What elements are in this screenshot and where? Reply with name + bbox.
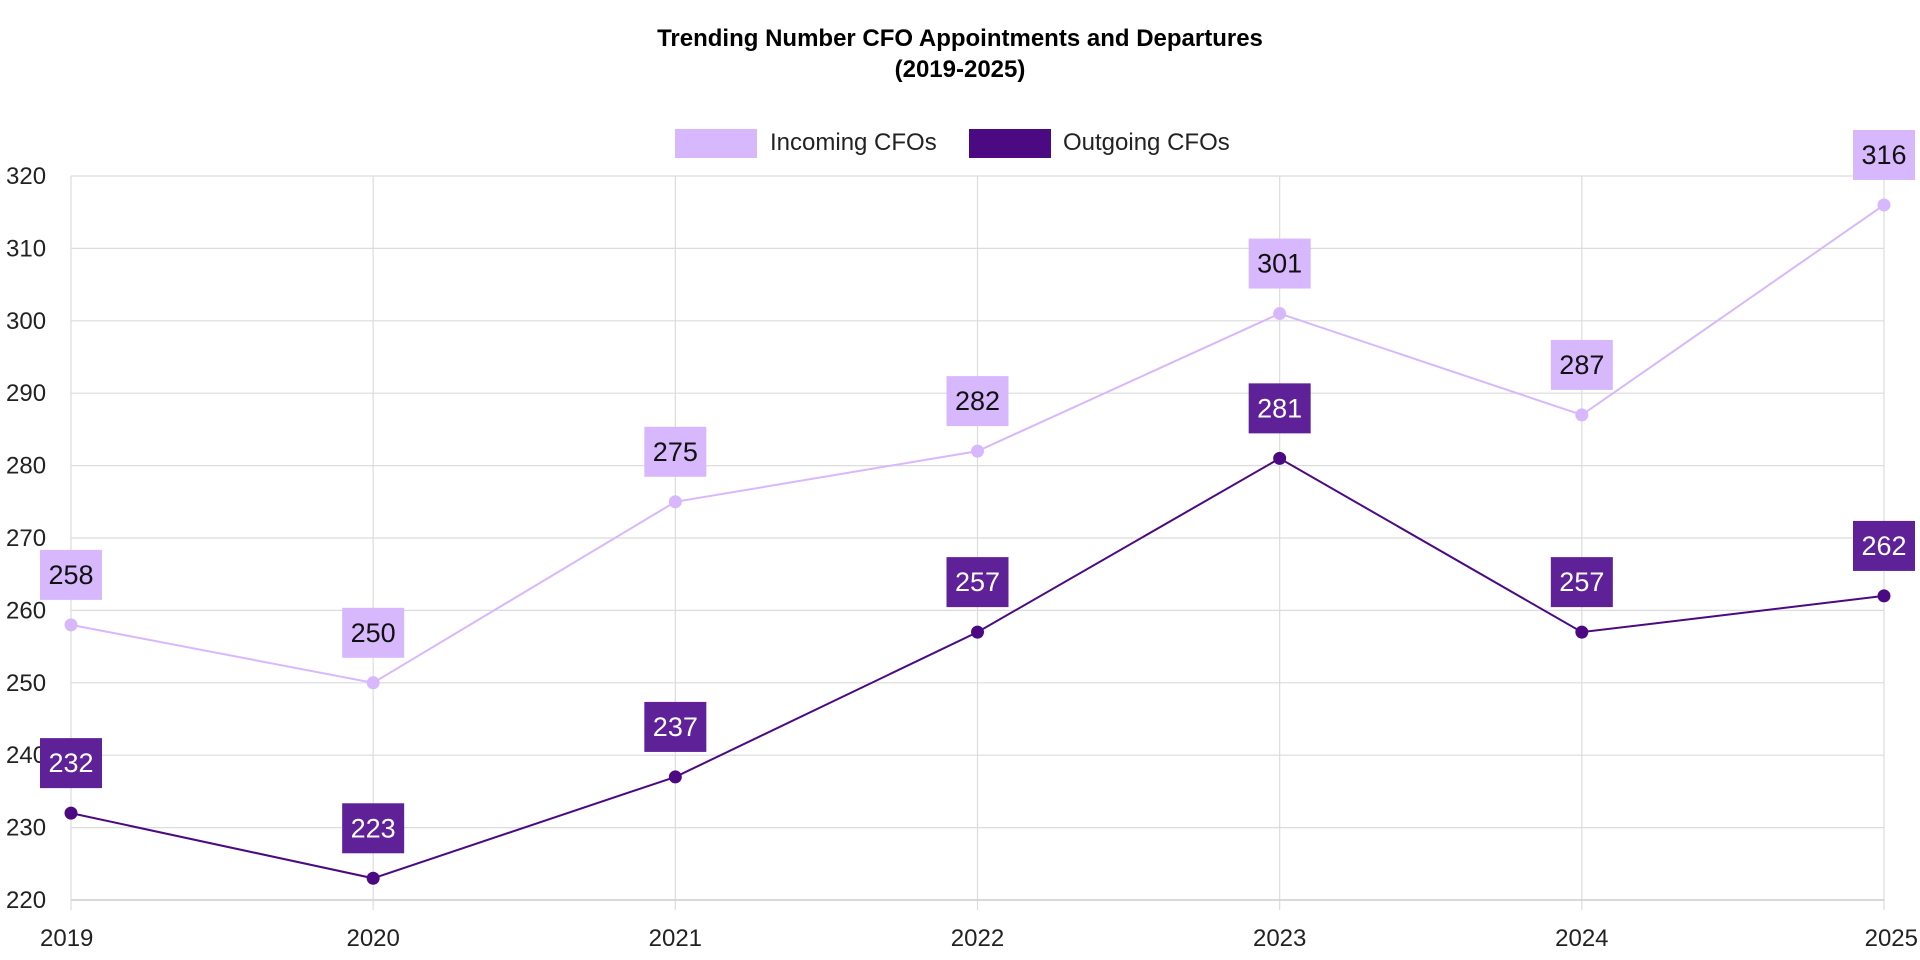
y-tick-label: 220	[6, 887, 46, 914]
x-tick-label: 2021	[649, 925, 702, 952]
data-label-outgoing: 237	[653, 712, 698, 742]
data-point-incoming[interactable]	[668, 495, 682, 509]
y-tick-label: 320	[6, 163, 46, 190]
data-label-incoming: 282	[955, 386, 1000, 416]
data-label-box-incoming	[40, 549, 102, 600]
legend-label-incoming[interactable]: Incoming CFOs	[770, 129, 937, 156]
legend[interactable]: Incoming CFOs Outgoing CFOs	[675, 129, 1230, 158]
grid	[70, 175, 1885, 910]
y-tick-label: 260	[6, 597, 46, 624]
chart-title: Trending Number CFO Appointments and Dep…	[657, 25, 1263, 52]
data-label-box-outgoing	[1550, 557, 1613, 608]
data-label-box-outgoing	[946, 557, 1009, 608]
data-label-box-outgoing	[1853, 520, 1915, 571]
data-label-box-incoming	[946, 376, 1009, 427]
data-label-outgoing: 262	[1861, 531, 1906, 561]
data-point-outgoing[interactable]	[668, 770, 682, 784]
data-label-outgoing: 257	[1559, 567, 1604, 597]
data-point-incoming[interactable]	[64, 618, 78, 632]
data-point-incoming[interactable]	[1575, 408, 1589, 422]
y-tick-label: 290	[6, 380, 46, 407]
data-label-box-outgoing	[644, 701, 707, 752]
x-tick-label: 2024	[1555, 925, 1608, 952]
data-label-incoming: 301	[1257, 249, 1302, 279]
x-tick-label: 2025	[1865, 925, 1918, 952]
data-point-outgoing[interactable]	[1273, 451, 1287, 465]
y-tick-label: 300	[6, 308, 46, 335]
data-label-incoming: 258	[48, 560, 93, 590]
data-label-incoming: 275	[653, 437, 698, 467]
data-label-box-incoming	[342, 607, 405, 658]
legend-swatch-incoming[interactable]	[675, 129, 757, 158]
data-points	[64, 198, 1891, 885]
x-tick-label: 2019	[40, 925, 93, 952]
data-label-outgoing: 223	[351, 813, 396, 843]
axes: 220 230 240 250 260 270 280 290 300 310 320 2019 202…	[6, 163, 1918, 952]
data-label-box-incoming	[1248, 238, 1311, 289]
data-point-outgoing[interactable]	[971, 625, 984, 639]
y-tick-label: 270	[6, 525, 46, 552]
y-tick-label: 240	[6, 742, 46, 769]
data-label-incoming: 287	[1559, 350, 1604, 380]
data-point-outgoing[interactable]	[64, 806, 78, 820]
y-tick-label: 230	[6, 815, 46, 842]
y-tick-label: 280	[6, 453, 46, 480]
data-point-outgoing[interactable]	[1575, 625, 1589, 639]
data-label-box-incoming	[1550, 339, 1613, 390]
data-label-outgoing: 232	[48, 748, 93, 778]
data-point-incoming[interactable]	[971, 444, 984, 458]
data-label-box-outgoing	[40, 738, 102, 789]
x-tick-label: 2020	[346, 925, 399, 952]
legend-swatch-outgoing[interactable]	[969, 129, 1051, 158]
data-labels: 258 250 275 282 301 287 316 232 223 237 257 281 257 2…	[40, 129, 1915, 854]
data-label-box-outgoing	[342, 803, 405, 854]
data-point-incoming[interactable]	[1273, 307, 1287, 321]
data-label-box-incoming	[1853, 129, 1915, 180]
chart-subtitle: (2019-2025)	[895, 56, 1026, 83]
y-tick-label: 310	[6, 235, 46, 262]
data-label-incoming: 316	[1861, 140, 1906, 170]
data-point-incoming[interactable]	[366, 676, 380, 690]
y-tick-label: 250	[6, 670, 46, 697]
legend-label-outgoing[interactable]: Outgoing CFOs	[1063, 129, 1230, 156]
x-tick-label: 2022	[951, 925, 1004, 952]
data-point-outgoing[interactable]	[1877, 589, 1891, 603]
data-label-outgoing: 281	[1257, 393, 1302, 423]
data-label-outgoing: 257	[955, 567, 1000, 597]
data-point-incoming[interactable]	[1877, 198, 1891, 212]
data-label-incoming: 250	[351, 618, 396, 648]
data-point-outgoing[interactable]	[366, 871, 380, 885]
data-label-box-incoming	[644, 426, 707, 477]
x-tick-label: 2023	[1253, 925, 1306, 952]
data-label-box-outgoing	[1248, 383, 1311, 434]
